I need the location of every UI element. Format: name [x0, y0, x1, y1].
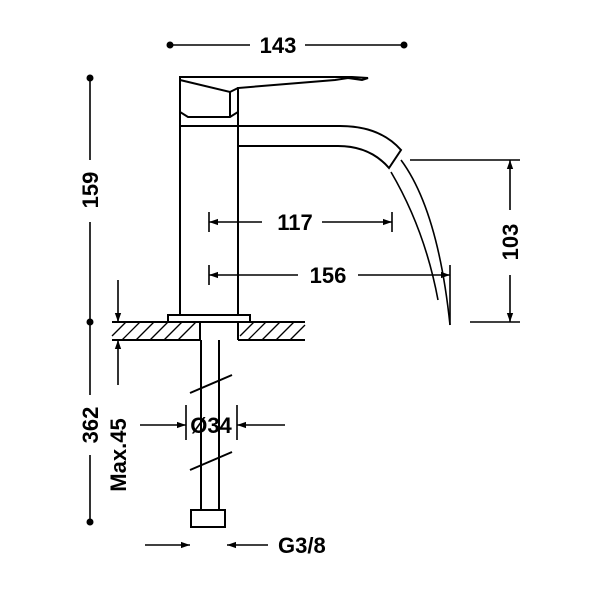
faucet-outline — [167, 76, 403, 323]
dimension-label-159: 159 — [78, 172, 103, 209]
dimension-label-diameter: Ø34 — [190, 413, 232, 438]
dimension-max45: Max.45 — [106, 280, 131, 492]
dimension-156: 156 — [208, 263, 451, 325]
hose-connector — [190, 509, 226, 528]
dimension-143: 143 — [166, 33, 408, 58]
dimension-label-g38: G3/8 — [278, 533, 326, 558]
dimension-g38: G3/8 — [145, 533, 326, 558]
dimension-159: 159 — [78, 74, 103, 326]
faucet-body — [179, 126, 239, 315]
connection-hose — [189, 340, 233, 528]
dimension-label-max45: Max.45 — [106, 418, 131, 491]
dimension-label-156: 156 — [310, 263, 347, 288]
water-jet-inner — [390, 171, 439, 301]
dimension-103: 103 — [410, 159, 523, 323]
lever-seat — [179, 112, 239, 127]
dimension-label-117: 117 — [277, 210, 313, 235]
deck-section — [111, 321, 306, 341]
spout — [238, 125, 403, 170]
water-jet-outer — [400, 159, 451, 326]
dimension-117: 117 — [208, 210, 393, 235]
dimension-362: 362 — [78, 322, 103, 526]
dimension-label-143: 143 — [260, 33, 297, 58]
base-flange — [167, 314, 251, 323]
dimension-diameter-34: Ø34 — [140, 405, 285, 440]
lever-handle — [179, 76, 369, 118]
dimension-label-103: 103 — [498, 224, 523, 261]
dimension-label-362: 362 — [78, 407, 103, 444]
